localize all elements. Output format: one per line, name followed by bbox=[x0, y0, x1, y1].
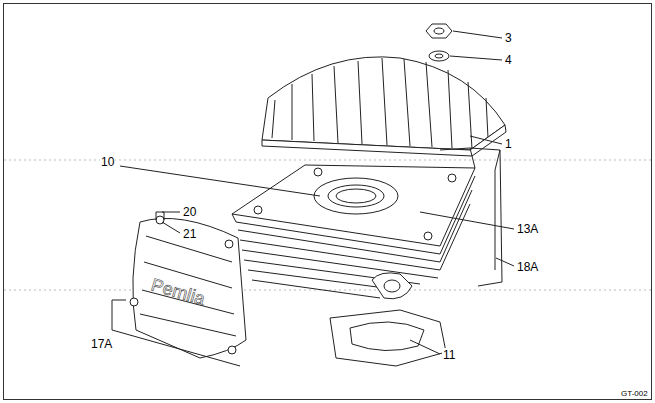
washer bbox=[429, 51, 449, 61]
callout-number: 1 bbox=[504, 137, 513, 151]
leader-line bbox=[112, 31, 514, 366]
cover: Pemlia bbox=[130, 212, 246, 358]
nut bbox=[426, 24, 452, 38]
cylinder-head bbox=[262, 57, 506, 156]
callout-number: 17A bbox=[90, 337, 113, 351]
callout-number: 10 bbox=[100, 155, 115, 169]
drawing-number: GT-002 bbox=[620, 389, 649, 398]
cylinder bbox=[232, 165, 475, 299]
callout-number: 20 bbox=[182, 205, 197, 219]
callout-number: 3 bbox=[504, 31, 513, 45]
callout-number: 18A bbox=[516, 260, 539, 274]
callout-number: 21 bbox=[182, 227, 197, 241]
svg-text:Pemlia: Pemlia bbox=[149, 275, 208, 310]
frame bbox=[4, 4, 652, 400]
gasket bbox=[330, 310, 446, 366]
callout-number: 13A bbox=[516, 222, 539, 236]
callout-number: 11 bbox=[442, 348, 456, 362]
callout-number: 4 bbox=[504, 53, 513, 67]
washer bbox=[435, 54, 443, 58]
nut bbox=[434, 28, 444, 34]
gasket bbox=[350, 322, 424, 351]
